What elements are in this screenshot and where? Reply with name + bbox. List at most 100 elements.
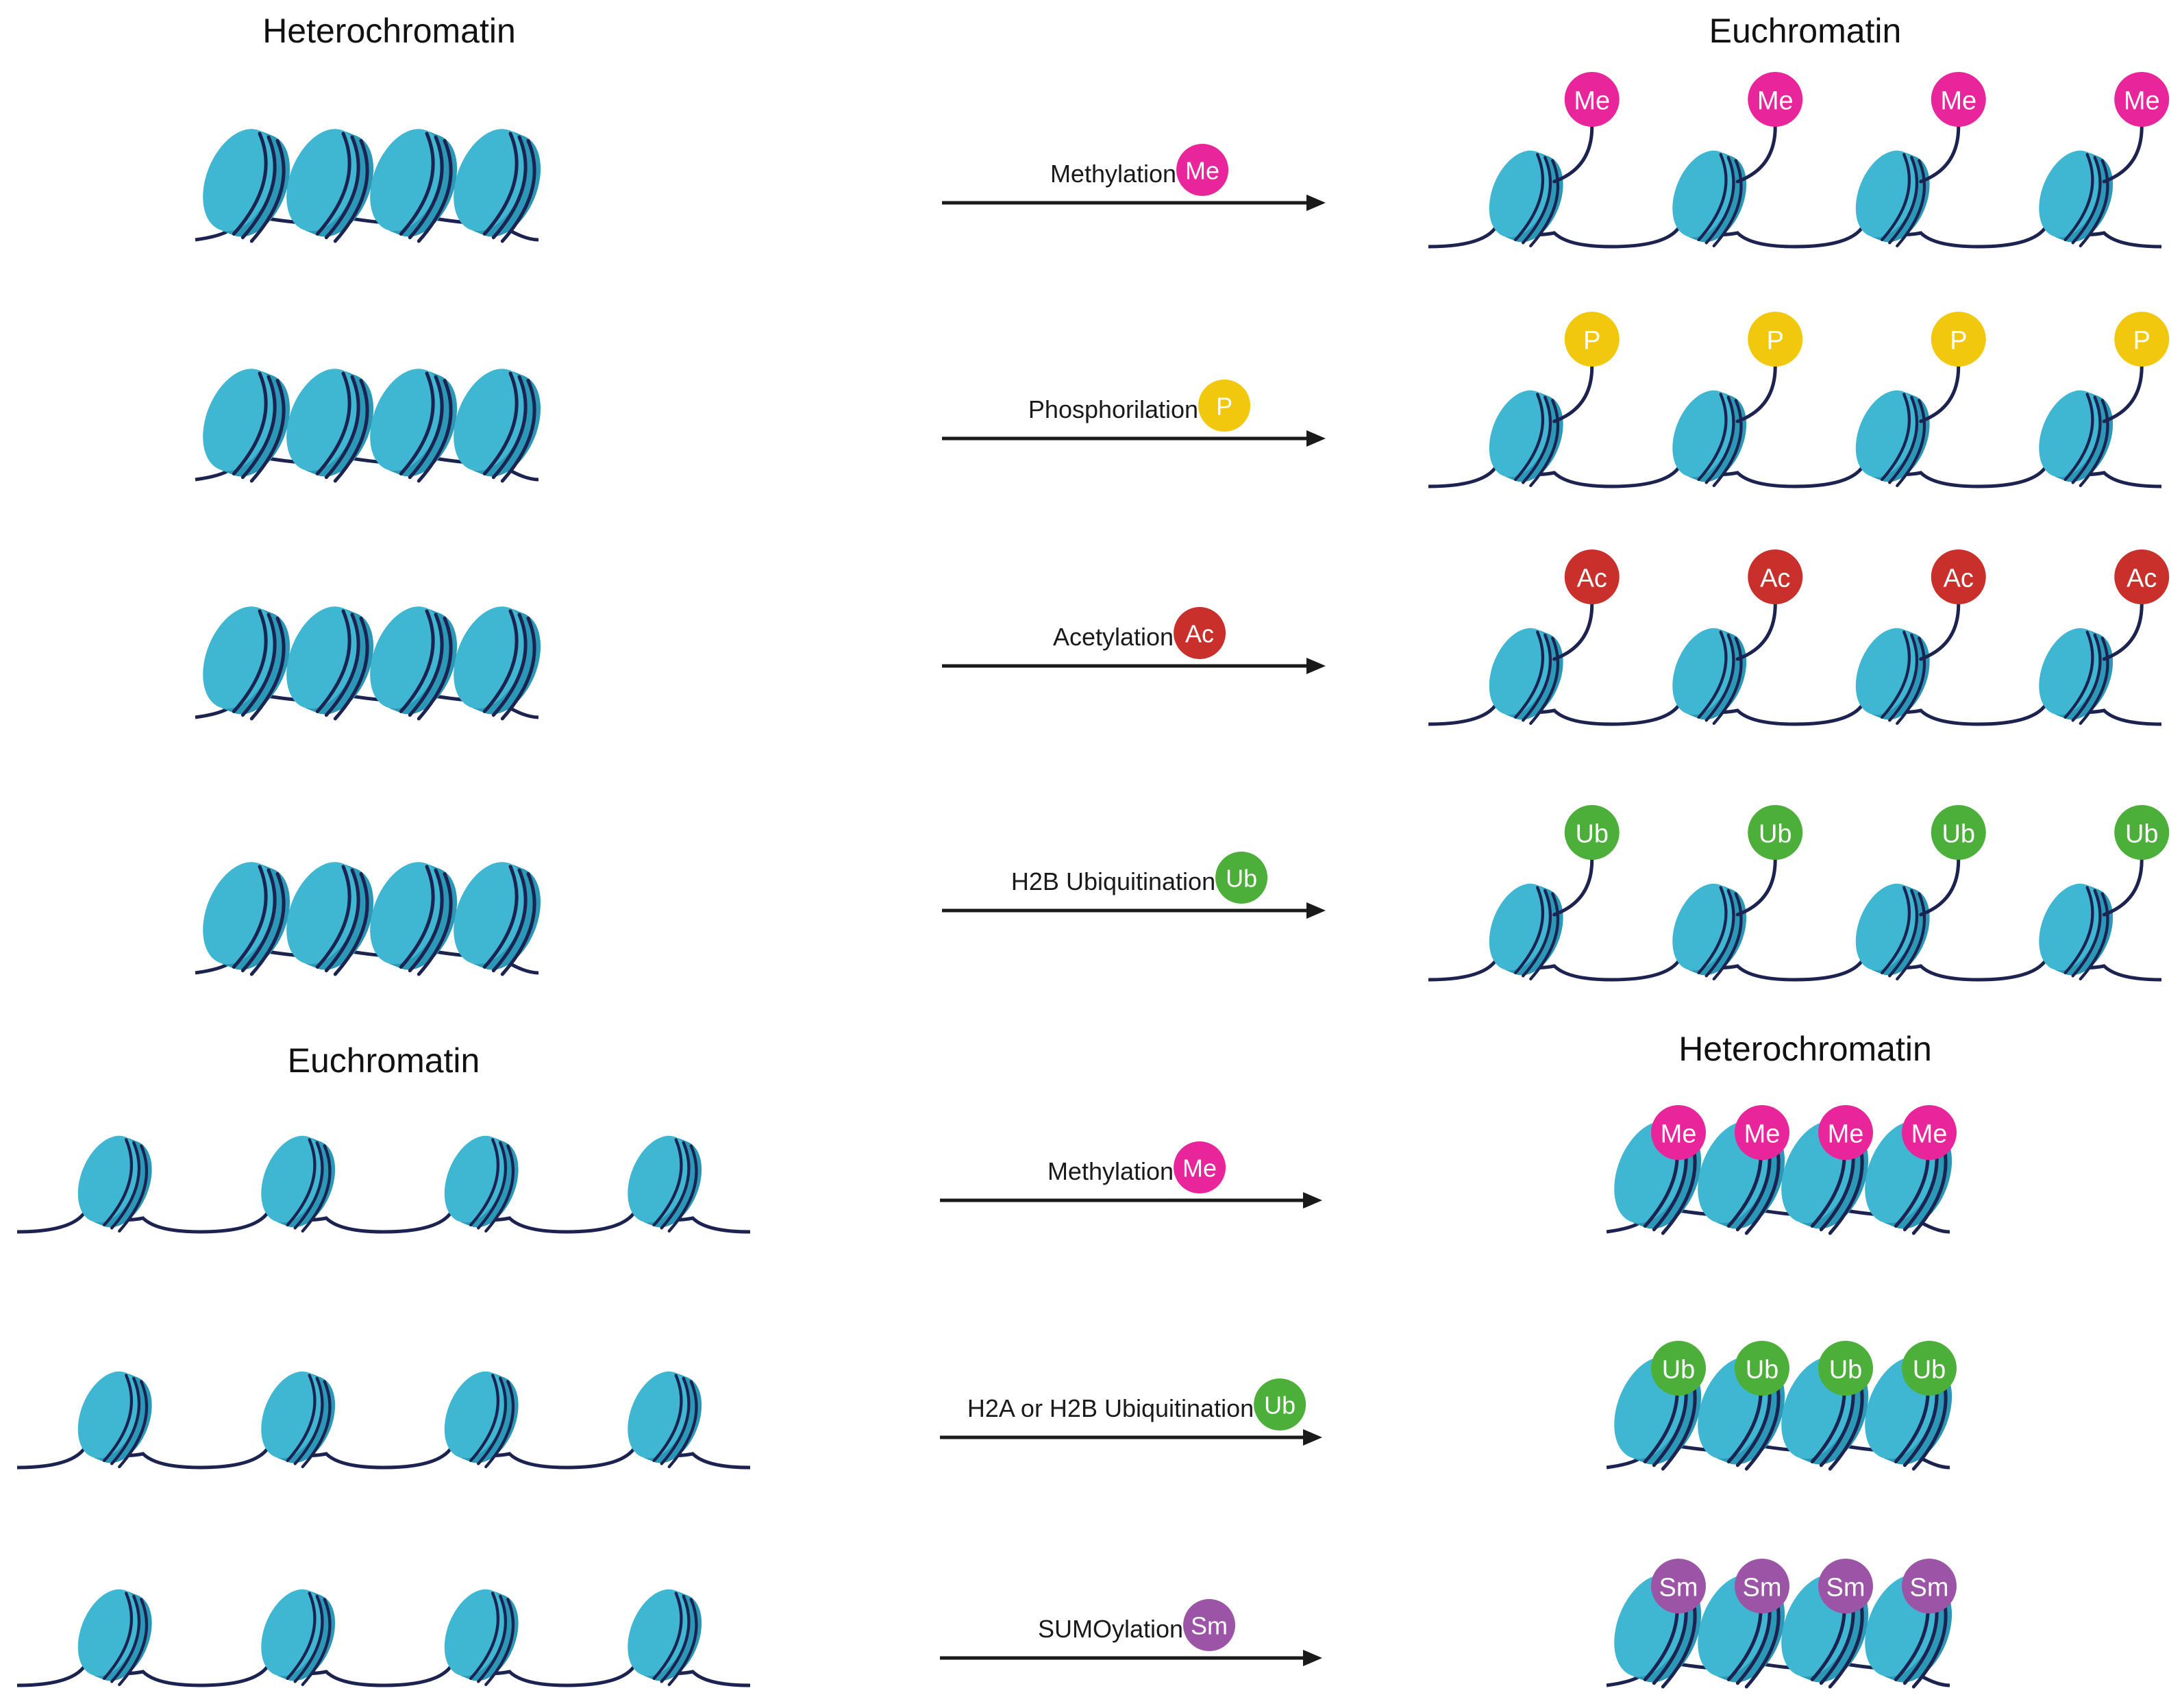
modification-badge: Sm — [1735, 1559, 1789, 1613]
modification-badge: Sm — [1902, 1559, 1957, 1613]
nucleosome — [1489, 390, 1563, 488]
section-right-title: Heterochromatin — [1678, 1030, 1932, 1068]
nucleosome — [1672, 628, 1747, 726]
euchromatin-fiber: Me Me Me Me — [1428, 72, 2170, 249]
nucleosome — [454, 862, 541, 976]
nucleosome — [1855, 390, 1930, 488]
badge-label: Sm — [1910, 1573, 1949, 1602]
modification-badge: Me — [1818, 1105, 1873, 1160]
nucleosome — [1672, 390, 1747, 488]
nucleosome — [454, 369, 541, 483]
euchromatin-fiber — [16, 1135, 751, 1234]
modification-badge: Ub — [1254, 1378, 1306, 1431]
modification-label: Methylation — [1047, 1157, 1174, 1185]
nucleosome — [370, 862, 458, 976]
badge-label: P — [1950, 326, 1967, 355]
modification-badge: Ub — [1931, 805, 1986, 860]
nucleosome — [1672, 150, 1747, 248]
badge-label: P — [2133, 326, 2150, 355]
modification-badge: Ub — [2114, 805, 2170, 860]
nucleosome — [1489, 150, 1563, 248]
badge-label: Me — [1185, 157, 1219, 185]
badge-label: Ub — [1829, 1355, 1863, 1384]
nucleosome — [370, 606, 458, 721]
badge-label: Sm — [1826, 1573, 1865, 1602]
badge-label: Me — [1940, 86, 1976, 115]
badge-label: Ub — [1575, 819, 1609, 848]
nucleosome — [628, 1135, 702, 1233]
modification-badge: Ub — [1651, 1341, 1706, 1396]
modification-badge: Ub — [1564, 805, 1620, 860]
nucleosome — [203, 369, 290, 483]
badge-label: Ub — [1226, 865, 1257, 893]
nucleosome — [1489, 628, 1563, 726]
section-left-title: Euchromatin — [288, 1041, 480, 1080]
heterochromatin-fiber: Ub Ub Ub Ub — [1606, 1341, 1957, 1471]
nucleosome — [628, 1371, 702, 1469]
nucleosome — [454, 606, 541, 721]
nucleosome — [286, 369, 374, 483]
nucleosome — [261, 1371, 336, 1469]
badge-label: Me — [2124, 86, 2160, 115]
nucleosome — [370, 369, 458, 483]
badge-label: Ac — [1185, 620, 1214, 648]
nucleosome — [77, 1589, 152, 1687]
badge-label: Me — [1911, 1119, 1948, 1148]
nucleosome — [203, 606, 290, 721]
badge-label: Ac — [1577, 564, 1607, 593]
nucleosome — [2039, 628, 2113, 726]
nucleosome — [261, 1135, 336, 1233]
modification-badge: Me — [1564, 72, 1620, 127]
nucleosome — [444, 1135, 519, 1233]
nucleosome — [444, 1589, 519, 1687]
nucleosome — [77, 1135, 152, 1233]
nucleosome — [286, 606, 374, 721]
modification-badge: Me — [1174, 1141, 1226, 1193]
nucleosome — [1855, 628, 1930, 726]
badge-label: Me — [1828, 1119, 1864, 1148]
badge-label: Ub — [1662, 1355, 1696, 1384]
modification-arrow: SUMOylation Sm — [940, 1599, 1322, 1666]
nucleosome — [2039, 150, 2113, 248]
nucleosome — [628, 1589, 702, 1687]
badge-label: Ub — [1913, 1355, 1946, 1384]
badge-label: Ac — [1760, 564, 1790, 593]
modification-label: H2B Ubiquitination — [1011, 867, 1215, 895]
badge-label: Ub — [1746, 1355, 1779, 1384]
badge-label: Ac — [1944, 564, 1974, 593]
badge-label: Me — [1744, 1119, 1781, 1148]
euchromatin-fiber: Ub Ub Ub Ub — [1428, 805, 2170, 982]
modification-badge: Ac — [1174, 607, 1226, 659]
nucleosome — [1672, 883, 1747, 981]
badge-label: Ub — [1759, 819, 1792, 848]
modification-badge: Me — [1931, 72, 1986, 127]
badge-label: Sm — [1191, 1612, 1228, 1640]
nucleosome — [2039, 390, 2113, 488]
badge-label: Sm — [1659, 1573, 1698, 1602]
nucleosome — [1855, 150, 1930, 248]
modification-badge: Me — [1902, 1105, 1957, 1160]
modification-badge: Me — [1176, 144, 1229, 196]
modification-badge: Me — [1651, 1105, 1706, 1160]
heterochromatin-fiber — [195, 862, 541, 976]
euchromatin-fiber — [16, 1371, 751, 1470]
heterochromatin-fiber — [195, 129, 541, 243]
badge-label: P — [1583, 326, 1600, 355]
nucleosome — [1855, 883, 1930, 981]
modification-label: SUMOylation — [1038, 1615, 1183, 1643]
section-right-title: Euchromatin — [1709, 12, 1902, 50]
badge-label: Me — [1757, 86, 1794, 115]
euchromatin-fiber — [16, 1589, 751, 1687]
